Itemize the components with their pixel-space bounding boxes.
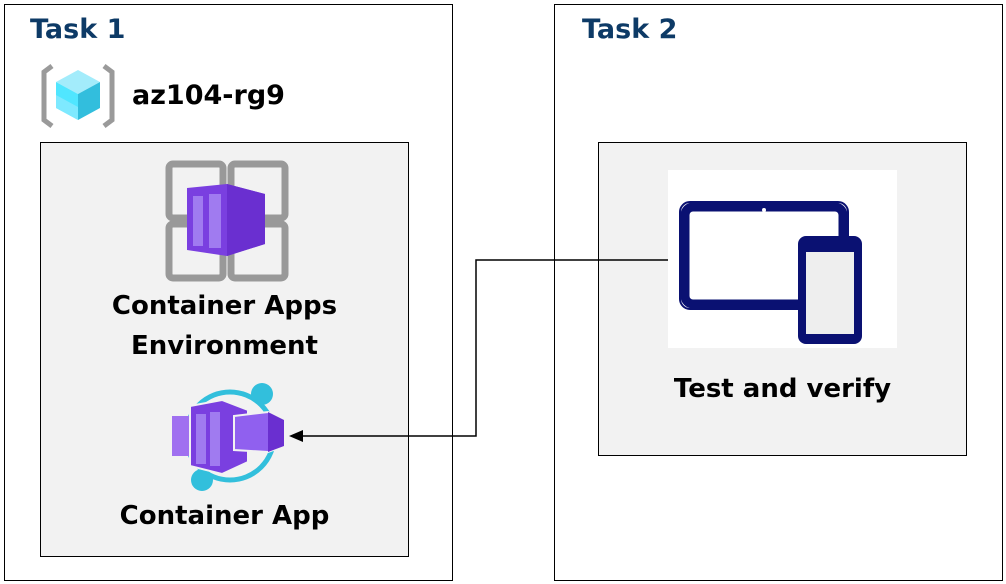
test-label: Test and verify [673,374,892,404]
devices-icon [668,170,897,348]
container-apps-environment-icon [165,160,289,282]
task1-title: Task 1 [30,14,126,45]
container-app-icon [172,383,285,491]
environment-label-line1: Container Apps [111,291,338,321]
resource-group-icon [41,64,115,128]
environment-label-line2: Environment [131,331,318,361]
resource-group-name: az104-rg9 [132,80,285,111]
task2-title: Task 2 [582,14,678,45]
container-app-label: Container App [119,501,330,531]
environment-label: Container Apps Environment [40,286,409,366]
